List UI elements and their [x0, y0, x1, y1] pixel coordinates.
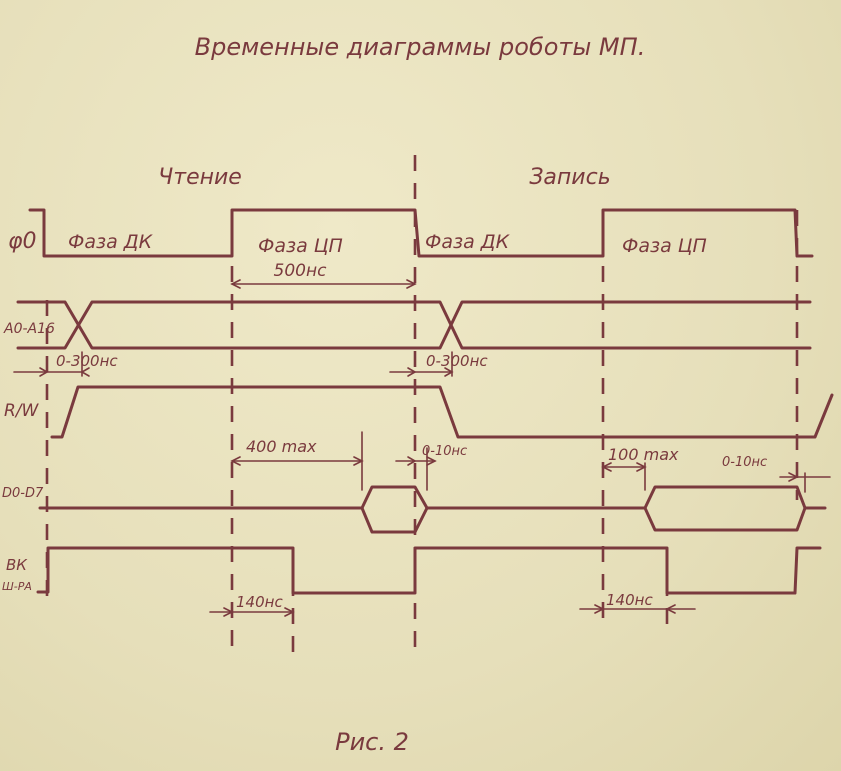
phi0-waveform — [28, 208, 814, 258]
phase-label-cp-write: Фаза ЦП — [622, 235, 707, 257]
figure-caption: Рис. 2 — [335, 728, 409, 756]
timing-label-hold-read: 0-10нс — [422, 444, 467, 459]
section-read-label: Чтение — [158, 165, 242, 190]
timing-label-500: 500нс — [274, 261, 328, 281]
data-waveform-top — [38, 485, 827, 510]
signal-label-phi0: φ0 — [8, 229, 37, 254]
data-waveform-bottom — [360, 506, 807, 534]
signal-label-data: D0-D7 — [2, 486, 44, 501]
signal-label-bk: ВК — [6, 556, 28, 574]
address-waveform-high — [16, 300, 812, 350]
timing-label-bk-read: 140нс — [236, 593, 283, 611]
t500-arrowheads — [230, 279, 417, 289]
hold-write-arrowheads — [788, 472, 806, 493]
address-waveform-low — [16, 300, 812, 350]
bk-waveform — [36, 546, 822, 595]
bk-read-arrowheads — [223, 607, 295, 617]
signal-label-address: A0-A16 — [3, 321, 55, 337]
timing-label-bk-write: 140нс — [606, 591, 653, 609]
phase-label-dk-write: Фаза ДК — [425, 231, 511, 253]
timing-label-addr-write: 0-300нс — [426, 352, 488, 370]
timing-label-addr-read: 0-300нс — [56, 352, 118, 370]
phase-label-dk-read: Фаза ДК — [68, 231, 154, 253]
signal-label-bk-sub: Ш-РА — [2, 580, 32, 593]
hold-read-arrowheads — [407, 456, 437, 466]
phase-label-cp-read: Фаза ЦП — [258, 235, 343, 257]
timing-label-100: 100 max — [608, 445, 679, 464]
bk-write-arrowheads — [594, 604, 676, 614]
rw-waveform — [50, 385, 834, 439]
diagram-title: Временные диаграммы роботы МП. — [195, 33, 646, 61]
timing-label-400: 400 max — [246, 437, 317, 456]
t100-arrowheads — [601, 462, 647, 491]
section-write-label: Запись — [529, 165, 610, 190]
timing-label-hold-write: 0-10нс — [722, 455, 767, 470]
signal-label-rw: R/W — [4, 401, 40, 421]
